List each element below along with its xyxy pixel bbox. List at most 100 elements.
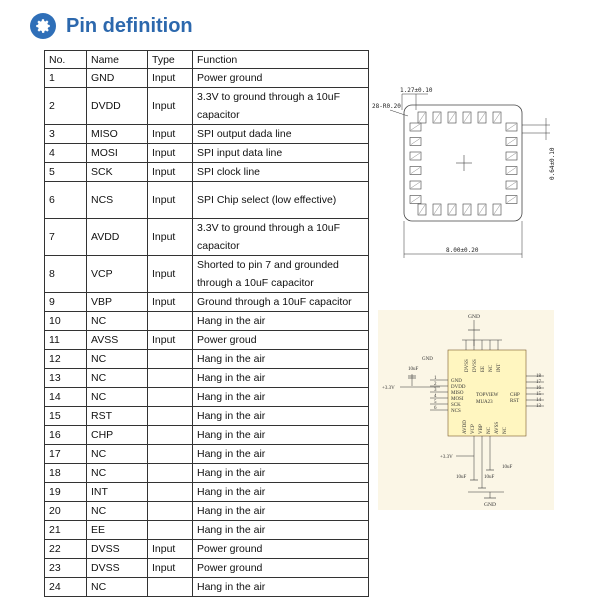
pad-bottom: [417, 203, 427, 216]
top-pin-name: EE: [481, 366, 486, 372]
cell-name: VCP: [86, 255, 148, 293]
gnd-bottom-label: GND: [484, 502, 496, 508]
table-header-row: No. Name Type Function: [44, 50, 369, 69]
cell-no: 23: [44, 558, 87, 578]
cell-name: DVSS: [86, 539, 148, 559]
cell-no: 16: [44, 425, 87, 445]
cell-function: Power ground: [192, 539, 369, 559]
left-pin-number: 3: [434, 388, 437, 393]
cell-name: INT: [86, 482, 148, 502]
cell-type: [147, 501, 193, 521]
left-pin-name: GND: [451, 379, 462, 384]
cap-bottom-right-label: 10uF: [502, 465, 513, 470]
pad-top-hatch: [493, 112, 501, 123]
cell-function: Hang in the air: [192, 406, 369, 426]
bottom-pin-name: AVSS: [495, 422, 500, 434]
cell-name: MISO: [86, 124, 148, 144]
cell-no: 9: [44, 292, 87, 312]
pad-bottom: [462, 203, 472, 216]
pad-bottom: [477, 203, 487, 216]
left-pin-number: 2: [434, 382, 437, 387]
bottom-pin-name: VCP: [471, 424, 476, 434]
cell-function: Hang in the air: [192, 425, 369, 445]
left-pin-number: 4: [434, 394, 437, 399]
column-header-type: Type: [147, 50, 193, 69]
cell-no: 6: [44, 181, 87, 219]
section-header: Pin definition: [30, 10, 193, 42]
cell-function: Ground through a 10uF capacitor: [192, 292, 369, 312]
supply-bottom-label: +3.3V: [440, 455, 453, 460]
cell-name: DVDD: [86, 87, 148, 125]
supply-left-label: +3.3V: [382, 386, 395, 391]
cell-name: NC: [86, 501, 148, 521]
cell-name: NC: [86, 368, 148, 388]
cell-function: Shorted to pin 7 and grounded through a …: [192, 255, 369, 293]
dim-pad-leader: [389, 109, 409, 117]
pad-top: [447, 111, 457, 124]
cell-no: 21: [44, 520, 87, 540]
left-pin-name: SCK: [451, 403, 461, 408]
cell-type: Input: [147, 124, 193, 144]
pad-top: [462, 111, 472, 124]
pad-top: [492, 111, 502, 124]
pad-bottom-hatch: [493, 204, 501, 215]
cell-type: [147, 444, 193, 464]
bottom-pin-name: NC: [503, 426, 508, 434]
cell-function: Hang in the air: [192, 387, 369, 407]
chip-pins: 1GND2DVDD3MISO4MOSI5SCK6NCS181716151413C…: [430, 340, 544, 434]
top-pin-name: DVSS: [465, 359, 470, 372]
pad-left-hatch: [410, 138, 421, 145]
cell-function: Hang in the air: [192, 482, 369, 502]
right-pin-name: CHP: [510, 393, 520, 398]
cell-function: Hang in the air: [192, 577, 369, 597]
top-pin-name: INT: [497, 364, 502, 372]
cell-no: 7: [44, 218, 87, 256]
cell-no: 12: [44, 349, 87, 369]
column-header-function: Function: [192, 50, 369, 69]
cell-name: AVDD: [86, 218, 148, 256]
cell-name: EE: [86, 520, 148, 540]
cell-no: 19: [44, 482, 87, 502]
pad-right-hatch: [506, 123, 517, 131]
cell-no: 3: [44, 124, 87, 144]
cell-type: Input: [147, 162, 193, 182]
top-pin-name: DVSS: [473, 359, 478, 372]
cell-name: NC: [86, 311, 148, 331]
right-pin-name: RST: [510, 399, 519, 404]
left-pin-name: MOSI: [451, 397, 464, 402]
cell-name: CHP: [86, 425, 148, 445]
cell-name: DVSS: [86, 558, 148, 578]
pad-right-hatch: [506, 181, 517, 189]
pad-right: [505, 180, 518, 190]
cell-type: Input: [147, 181, 193, 219]
cell-no: 13: [44, 368, 87, 388]
pad-left-hatch: [410, 167, 421, 174]
cell-type: [147, 482, 193, 502]
pad-right-hatch: [506, 152, 517, 160]
pad-right: [505, 195, 518, 204]
cell-type: Input: [147, 255, 193, 293]
cell-function: Hang in the air: [192, 501, 369, 521]
right-pin-number: 14: [536, 398, 542, 403]
cell-name: AVSS: [86, 330, 148, 350]
right-pin-number: 17: [536, 380, 542, 385]
right-pin-number: 13: [536, 404, 542, 409]
pad-bottom-hatch: [418, 204, 426, 215]
cell-type: [147, 349, 193, 369]
package-body: [403, 104, 523, 222]
left-pin-number: 6: [434, 406, 437, 411]
pad-top: [477, 111, 487, 124]
pad-right-hatch: [506, 138, 517, 145]
cell-function: Hang in the air: [192, 368, 369, 388]
pad-right: [505, 151, 518, 161]
cell-no: 22: [44, 539, 87, 559]
cell-name: VBP: [86, 292, 148, 312]
cell-no: 11: [44, 330, 87, 350]
